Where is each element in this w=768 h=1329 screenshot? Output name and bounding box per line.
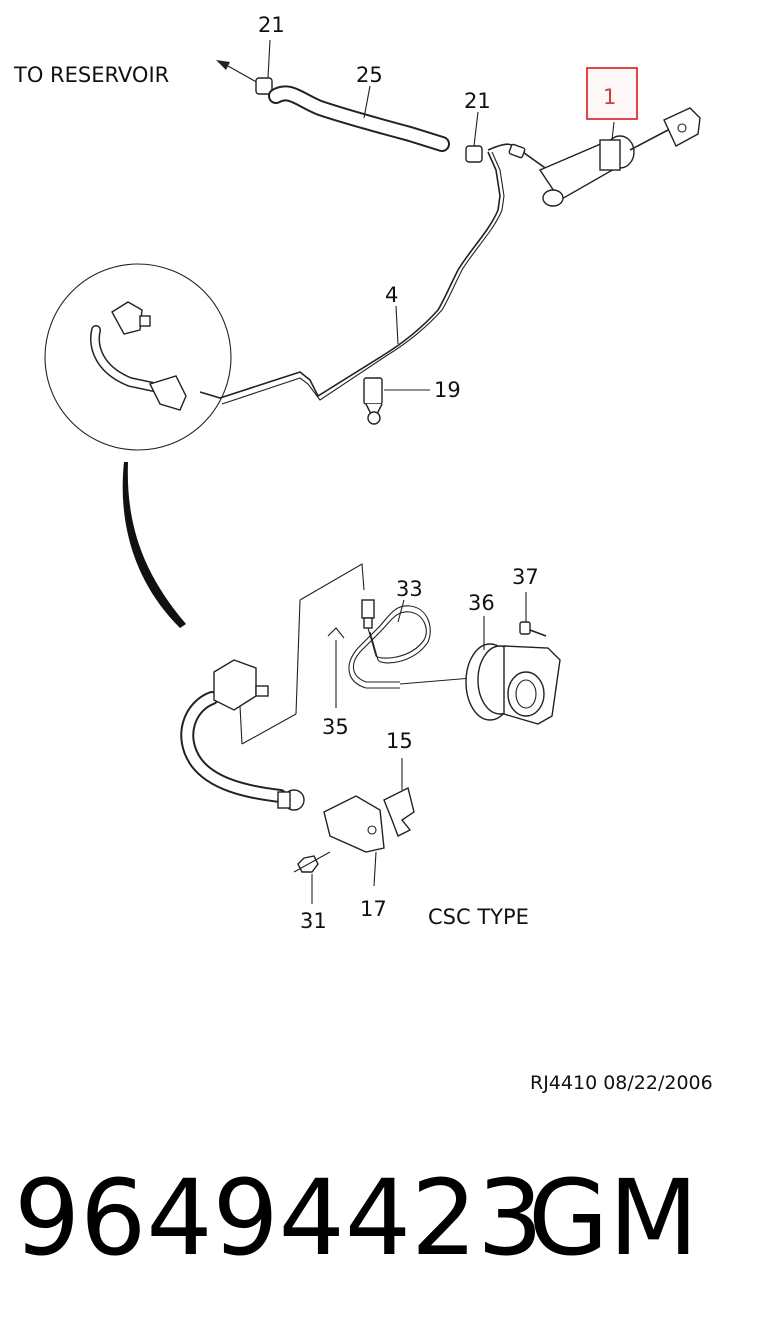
callout-36: 36 — [468, 591, 495, 615]
to-reservoir-label: TO RESERVOIR — [13, 63, 169, 87]
callout-15: 15 — [386, 729, 413, 753]
callout-35: 35 — [322, 715, 349, 739]
callout-19: 19 — [434, 378, 461, 402]
brand-label: GM — [528, 1157, 698, 1279]
diagram-reference: RJ4410 08/22/2006 — [530, 1072, 713, 1094]
callout-17: 17 — [360, 897, 387, 921]
concentric-slave-cylinder-36 — [399, 616, 561, 725]
reservoir-hose-25 — [268, 85, 450, 152]
part-number: 96494423 — [14, 1157, 543, 1279]
retaining-clip-35 — [327, 627, 345, 708]
clutch-pipe-4 — [199, 151, 505, 405]
hose-clamp-21-mid — [465, 111, 483, 163]
callout-21-top: 21 — [258, 13, 285, 37]
highlight-box-part-1 — [586, 67, 638, 120]
csc-type-label: CSC TYPE — [428, 905, 529, 929]
callout-1: 1 — [603, 85, 616, 109]
callout-31: 31 — [300, 909, 327, 933]
callout-33: 33 — [396, 577, 423, 601]
hose-clamp-21-top — [255, 39, 273, 95]
clutch-master-cylinder — [487, 107, 701, 207]
reservoir-arrow — [216, 60, 261, 85]
pipe-fitting-33 — [348, 599, 431, 689]
detail-bracket-outline — [239, 563, 365, 745]
clutch-flex-hose — [180, 659, 305, 811]
bolt-37 — [519, 592, 547, 637]
hose-bracket-17 — [323, 758, 415, 887]
nut-31 — [293, 851, 331, 904]
callout-37: 37 — [512, 565, 539, 589]
callout-4: 4 — [385, 283, 398, 307]
callout-25: 25 — [356, 63, 383, 87]
pipe-clip-19 — [363, 377, 430, 425]
detail-curve-arrow — [122, 462, 186, 628]
detail-magnify-circle — [44, 263, 232, 451]
callout-21-mid: 21 — [464, 89, 491, 113]
